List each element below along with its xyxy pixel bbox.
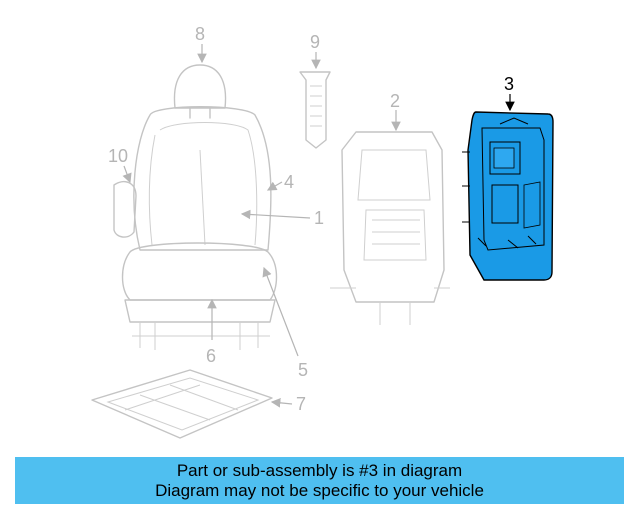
headrest-guide bbox=[299, 71, 331, 149]
callout-9: 9 bbox=[310, 32, 320, 52]
callout-8: 8 bbox=[195, 24, 205, 44]
callout-3: 3 bbox=[504, 74, 514, 94]
banner-line-disclaimer: Diagram may not be specific to your vehi… bbox=[155, 480, 484, 500]
callout-7: 7 bbox=[296, 394, 306, 414]
seat-back-panel-part-3 bbox=[462, 111, 554, 281]
callout-6: 6 bbox=[206, 346, 216, 366]
callout-5: 5 bbox=[298, 360, 308, 380]
seat-assembly bbox=[113, 64, 278, 350]
callout-2: 2 bbox=[390, 91, 400, 111]
info-banner: Part or sub-assembly is #3 in diagram Di… bbox=[15, 457, 624, 504]
callout-1: 1 bbox=[314, 208, 324, 228]
parts-diagram: 8 9 2 3 10 4 1 6 5 7 bbox=[91, 24, 554, 439]
cushion-frame bbox=[91, 369, 273, 439]
callout-10: 10 bbox=[108, 146, 128, 166]
callout-4: 4 bbox=[284, 172, 294, 192]
seat-back-frame bbox=[330, 131, 450, 325]
banner-line-part: Part or sub-assembly is #3 in diagram bbox=[176, 460, 463, 480]
